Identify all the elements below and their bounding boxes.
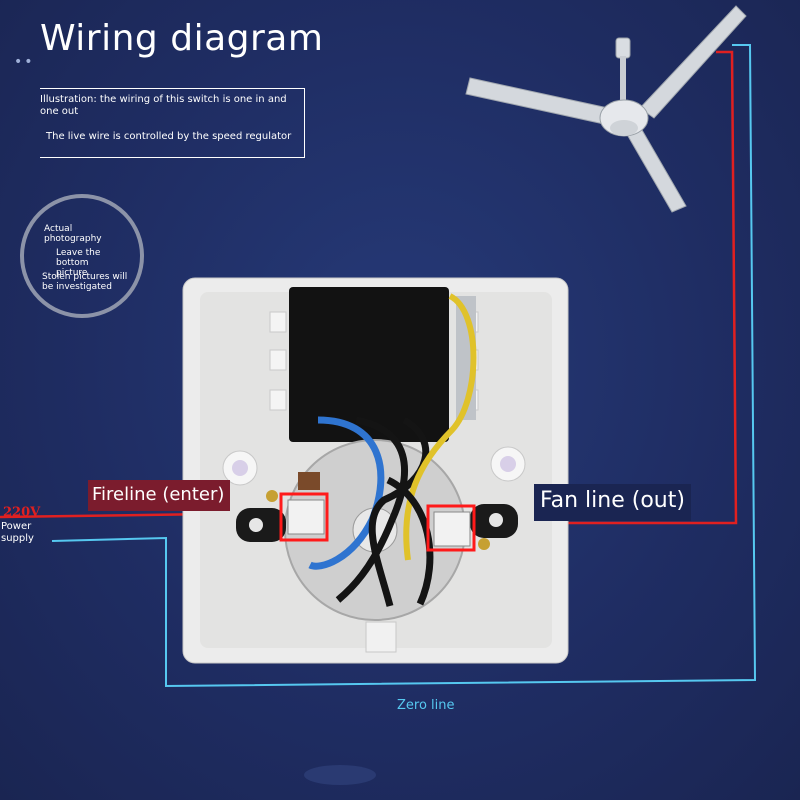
- page-title: Wiring diagram: [40, 18, 324, 59]
- voltage-label: 220V: [3, 505, 41, 520]
- info-box: [40, 88, 305, 158]
- switch-plate-photo: [182, 277, 569, 664]
- badge-line1: Actual photography: [44, 224, 102, 244]
- ceiling-fan-icon: [465, 5, 747, 213]
- decorative-dots: ••: [14, 54, 35, 70]
- power-supply-label: Power supply: [1, 521, 34, 544]
- watermark-logo: [304, 765, 376, 785]
- badge-line3: Stolen pictures will be investigated: [42, 272, 128, 292]
- watermark-badge: Actual photography Leave the bottom pict…: [20, 194, 144, 318]
- info-box-line2: The live wire is controlled by the speed…: [46, 131, 292, 142]
- fireline-label: Fireline (enter): [88, 480, 231, 511]
- zero-line-label: Zero line: [397, 698, 455, 713]
- badge-line2: Leave the bottom picture: [56, 248, 101, 278]
- info-box-line1: Illustration: the wiring of this switch …: [40, 94, 287, 117]
- live-wire-out: [470, 50, 738, 525]
- fan-line-label: Fan line (out): [534, 484, 691, 521]
- neutral-wire: [51, 44, 757, 688]
